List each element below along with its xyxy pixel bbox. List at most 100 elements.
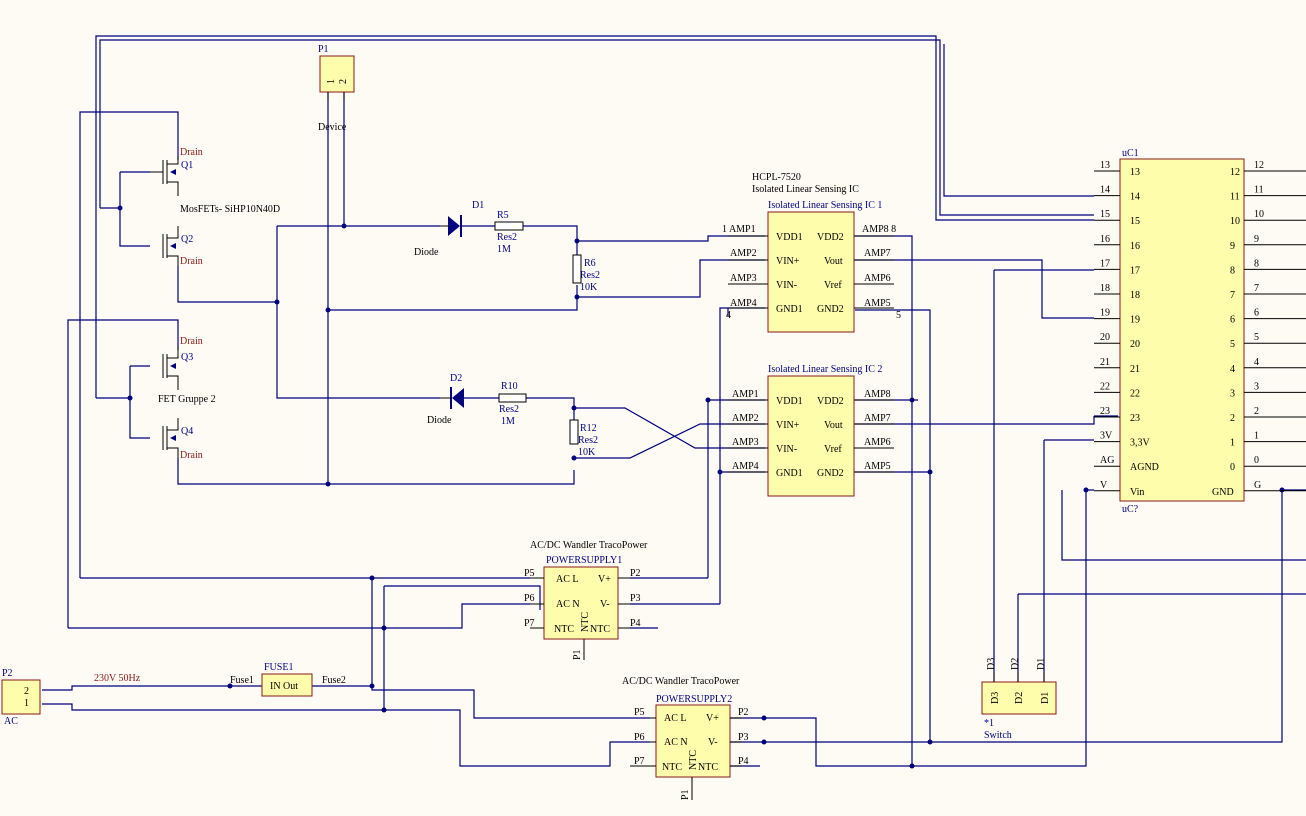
ps1-net-p1: P1 (572, 649, 583, 660)
uc-left-net-label: V (1100, 480, 1108, 491)
fuse-net-out: Fuse2 (322, 675, 346, 686)
r10-type: Res2 (499, 404, 519, 415)
ps1-designator: POWERSUPPLY1 (546, 555, 622, 566)
uc-left-pin-name: 14 (1130, 192, 1140, 203)
ic1-pin-vref: Vref (824, 280, 842, 291)
ic1-pin-vinp: VIN+ (776, 256, 800, 267)
mosfet-group: Drain Q1 MosFETs- SiHP10N40D Q2 Drain Dr… (150, 147, 280, 461)
ps1-header: AC/DC Wandler TracoPower (530, 540, 648, 551)
ic1-pin-gnd1: GND1 (776, 304, 803, 315)
resistor-r10: R10 Res2 1M (498, 381, 527, 427)
uc-right-pin-name: 6 (1230, 315, 1235, 326)
ps2-net-p2: P2 (738, 707, 749, 718)
sensing-ic-1: HCPL-7520 Isolated Linear Sensing IC Iso… (722, 172, 901, 333)
p2-pin-1: 1 (24, 698, 29, 709)
ps2-header: AC/DC Wandler TracoPower (622, 676, 740, 687)
ic1-net-amp7: AMP7 (864, 248, 891, 259)
q2-drain-label: Drain (180, 256, 203, 267)
fuse-1: 230V 50Hz FUSE1 IN Out Fuse1 Fuse2 (94, 662, 346, 697)
d1-comment: Diode (414, 247, 439, 258)
ic1-designator: Isolated Linear Sensing IC 1 (768, 200, 882, 211)
ic2-net-amp1: AMP1 (732, 389, 759, 400)
sw-pin-d3: D3 (990, 692, 1001, 704)
uc-left-net-label: 19 (1100, 308, 1110, 319)
ic1-net-amp8: AMP8 8 (862, 224, 896, 235)
uc-left-pin-name: 22 (1130, 388, 1140, 399)
mosfet-group2-label: FET Gruppe 2 (158, 394, 216, 405)
ac-supply-label: 230V 50Hz (94, 673, 141, 684)
uc-right-pin-name: 5 (1230, 339, 1235, 350)
junction-dots (117, 205, 1285, 769)
ic1-pin4-number: 4 (726, 310, 731, 321)
uc-right-pin-name: 3 (1230, 388, 1235, 399)
uc-left-net-label: 18 (1100, 283, 1110, 294)
q3-drain-label: Drain (180, 336, 203, 347)
ps1-net-p7: P7 (524, 618, 535, 629)
uc-bottom-label: uC? (1122, 504, 1139, 515)
uc-right-pin-name: 0 (1230, 462, 1235, 473)
ic2-pin-vinn: VIN- (776, 444, 797, 455)
p1-pin-2: 2 (338, 79, 349, 84)
uc-right-pin-name: 4 (1230, 364, 1235, 375)
uc-right-net-label: 6 (1254, 308, 1259, 319)
ic1-net-amp3: AMP3 (730, 273, 757, 284)
p1-comment: Device (318, 122, 347, 133)
uc-left-net-label: AG (1100, 455, 1114, 466)
ic2-pin-vdd1: VDD1 (776, 396, 803, 407)
uc-right-pin-name: 2 (1230, 413, 1235, 424)
ic2-pin-vdd2: VDD2 (817, 396, 844, 407)
sw-pin-d1: D1 (1040, 692, 1051, 704)
power-supply-2: AC/DC Wandler TracoPower POWERSUPPLY2 AC… (622, 676, 749, 800)
mosfet-group1-label: MosFETs- SiHP10N40D (180, 204, 280, 215)
uc-left-pin-name: 16 (1130, 241, 1140, 252)
uc-left-pin-name: 19 (1130, 315, 1140, 326)
sw-net-d2: D2 (1010, 658, 1021, 670)
uc-left-net-label: 21 (1100, 357, 1110, 368)
p2-pin-2: 2 (24, 686, 29, 697)
uc-left-pin-name: 18 (1130, 290, 1140, 301)
r6-type: Res2 (580, 270, 600, 281)
fuse-designator: FUSE1 (264, 662, 293, 673)
uc-left-pin-name: Vin (1130, 487, 1144, 498)
uc-right-net-label: 12 (1254, 160, 1264, 171)
uc-designator: uC1 (1122, 148, 1139, 159)
fuse-net-in: Fuse1 (230, 675, 254, 686)
ps2-designator: POWERSUPPLY2 (656, 694, 732, 705)
ic1-pin-vdd1: VDD1 (776, 232, 803, 243)
sw-ref: *1 (984, 718, 994, 729)
uc-left-net-label: 17 (1100, 258, 1110, 269)
p1-designator: P1 (318, 44, 329, 55)
sw-net-d3: D3 (986, 658, 997, 670)
uc-right-net-label: 7 (1254, 283, 1259, 294)
uc-right-pin-name: 8 (1230, 265, 1235, 276)
ic1-net-amp6: AMP6 (864, 273, 891, 284)
uc-left-net-label: 22 (1100, 381, 1110, 392)
uc-right-net-label: 2 (1254, 406, 1259, 417)
uc-right-net-label: 10 (1254, 209, 1264, 220)
ic1-part: HCPL-7520 (752, 172, 801, 183)
sw-pin-d2: D2 (1014, 692, 1025, 704)
r12-type: Res2 (578, 435, 598, 446)
uc-right-net-label: 4 (1254, 357, 1259, 368)
p2-connector: P2 2 1 AC (1, 668, 41, 727)
p2-designator: P2 (2, 668, 13, 679)
mosfet-q4 (162, 418, 179, 458)
diode-d1: D1 Diode (414, 200, 484, 258)
uc-right-pin-name: GND (1212, 487, 1234, 498)
ic2-pin-vref: Vref (824, 444, 842, 455)
ps2-out-ntc: NTC (698, 762, 718, 773)
ic1-pin-vout: Vout (824, 256, 843, 267)
ps2-net-p5: P5 (634, 707, 645, 718)
ic2-net-amp7: AMP7 (864, 413, 891, 424)
ps1-net-p2: P2 (630, 568, 641, 579)
uc-right-net-label: G (1254, 480, 1261, 491)
r12-value: 10K (578, 447, 596, 458)
switch: D3 D2 D1 D3 D2 D1 *1 Switch (981, 658, 1057, 741)
q4-label: Q4 (181, 426, 193, 437)
uc-right-pin-name: 12 (1230, 167, 1240, 178)
uc-right-pin-name: 7 (1230, 290, 1235, 301)
resistor-r5: R5 Res2 1M (494, 210, 524, 255)
uc-left-net-label: 20 (1100, 332, 1110, 343)
uc-left-pin-name: 3,3V (1130, 438, 1151, 449)
uc-right-net-label: 11 (1254, 185, 1264, 196)
